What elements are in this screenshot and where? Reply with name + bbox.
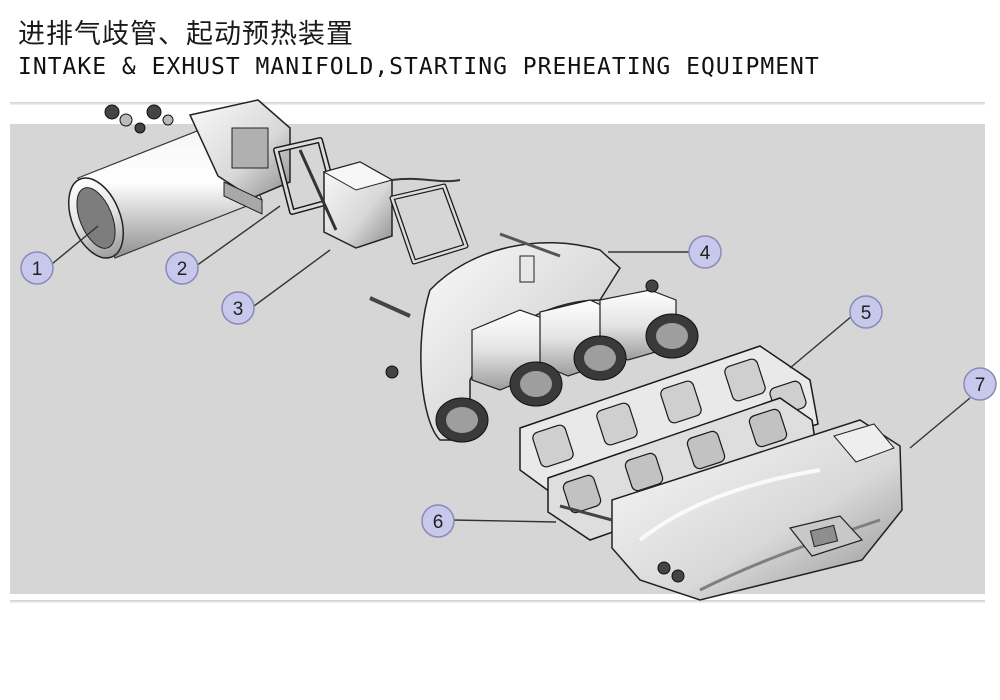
callout-5: 5	[849, 295, 883, 329]
callout-7-label: 7	[975, 375, 986, 396]
leader-line-2	[195, 205, 281, 267]
callout-2-label: 2	[177, 259, 188, 280]
part-1-intake-pipe	[67, 99, 291, 259]
bolts-top-left	[104, 104, 174, 134]
part-7-exhaust-manifold	[559, 419, 903, 601]
page-title-english: INTAKE & EXHUST MANIFOLD,STARTING PREHEA…	[18, 54, 820, 80]
callout-4: 4	[688, 235, 722, 269]
callout-5-label: 5	[861, 303, 872, 324]
callout-6-label: 6	[433, 512, 444, 533]
callout-1: 1	[20, 251, 54, 285]
page-title-chinese: 进排气歧管、起动预热装置	[18, 19, 354, 50]
leader-lines	[51, 205, 971, 523]
leader-line-3	[253, 249, 331, 307]
leader-line-7	[909, 397, 971, 449]
leader-line-1	[51, 225, 99, 265]
callout-3: 3	[221, 291, 255, 325]
callout-7: 7	[963, 367, 997, 401]
leader-line-6	[451, 519, 557, 523]
part-3-preheater	[298, 149, 469, 265]
callout-6: 6	[421, 504, 455, 538]
bottom-divider	[10, 600, 985, 603]
part-4-intake-manifold	[369, 232, 699, 443]
top-divider	[10, 102, 985, 105]
callout-2: 2	[165, 251, 199, 285]
callout-1-label: 1	[32, 259, 43, 280]
callout-4-label: 4	[700, 243, 711, 264]
leader-line-5	[789, 315, 853, 369]
callout-3-label: 3	[233, 299, 244, 320]
